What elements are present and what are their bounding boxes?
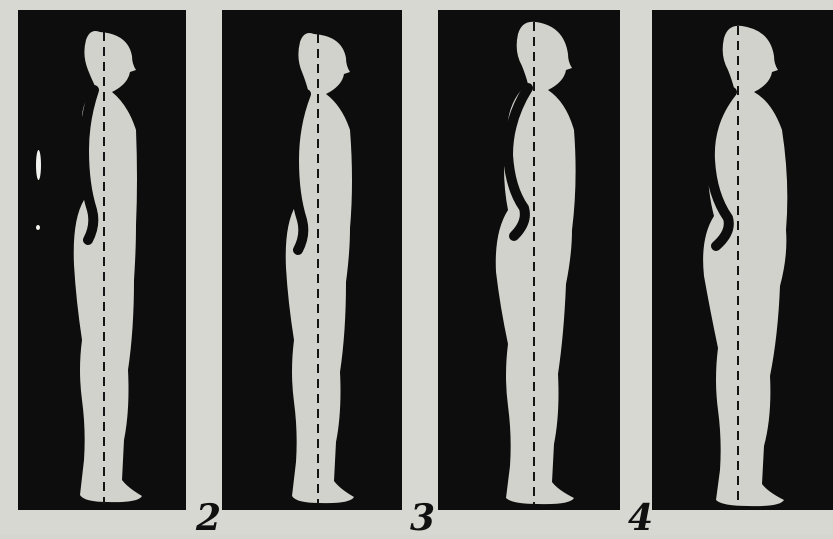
panel-number-3: 3 <box>410 500 435 536</box>
posture-panel-4 <box>652 10 833 510</box>
posture-figure-1 <box>18 10 186 510</box>
posture-panel-2 <box>222 10 402 510</box>
panel-number-2: 2 <box>196 500 221 536</box>
body-silhouette-1 <box>74 31 142 502</box>
posture-figure-2 <box>222 10 402 510</box>
print-speck <box>36 225 40 230</box>
body-silhouette-3 <box>496 22 576 504</box>
print-speck <box>36 150 41 180</box>
body-silhouette-2 <box>286 33 354 503</box>
posture-figure-4 <box>652 10 833 510</box>
posture-panel-3 <box>438 10 620 510</box>
posture-panel-1 <box>18 10 186 510</box>
posture-figure-3 <box>438 10 620 510</box>
body-silhouette-4 <box>703 26 787 506</box>
panel-number-4: 4 <box>628 500 653 536</box>
